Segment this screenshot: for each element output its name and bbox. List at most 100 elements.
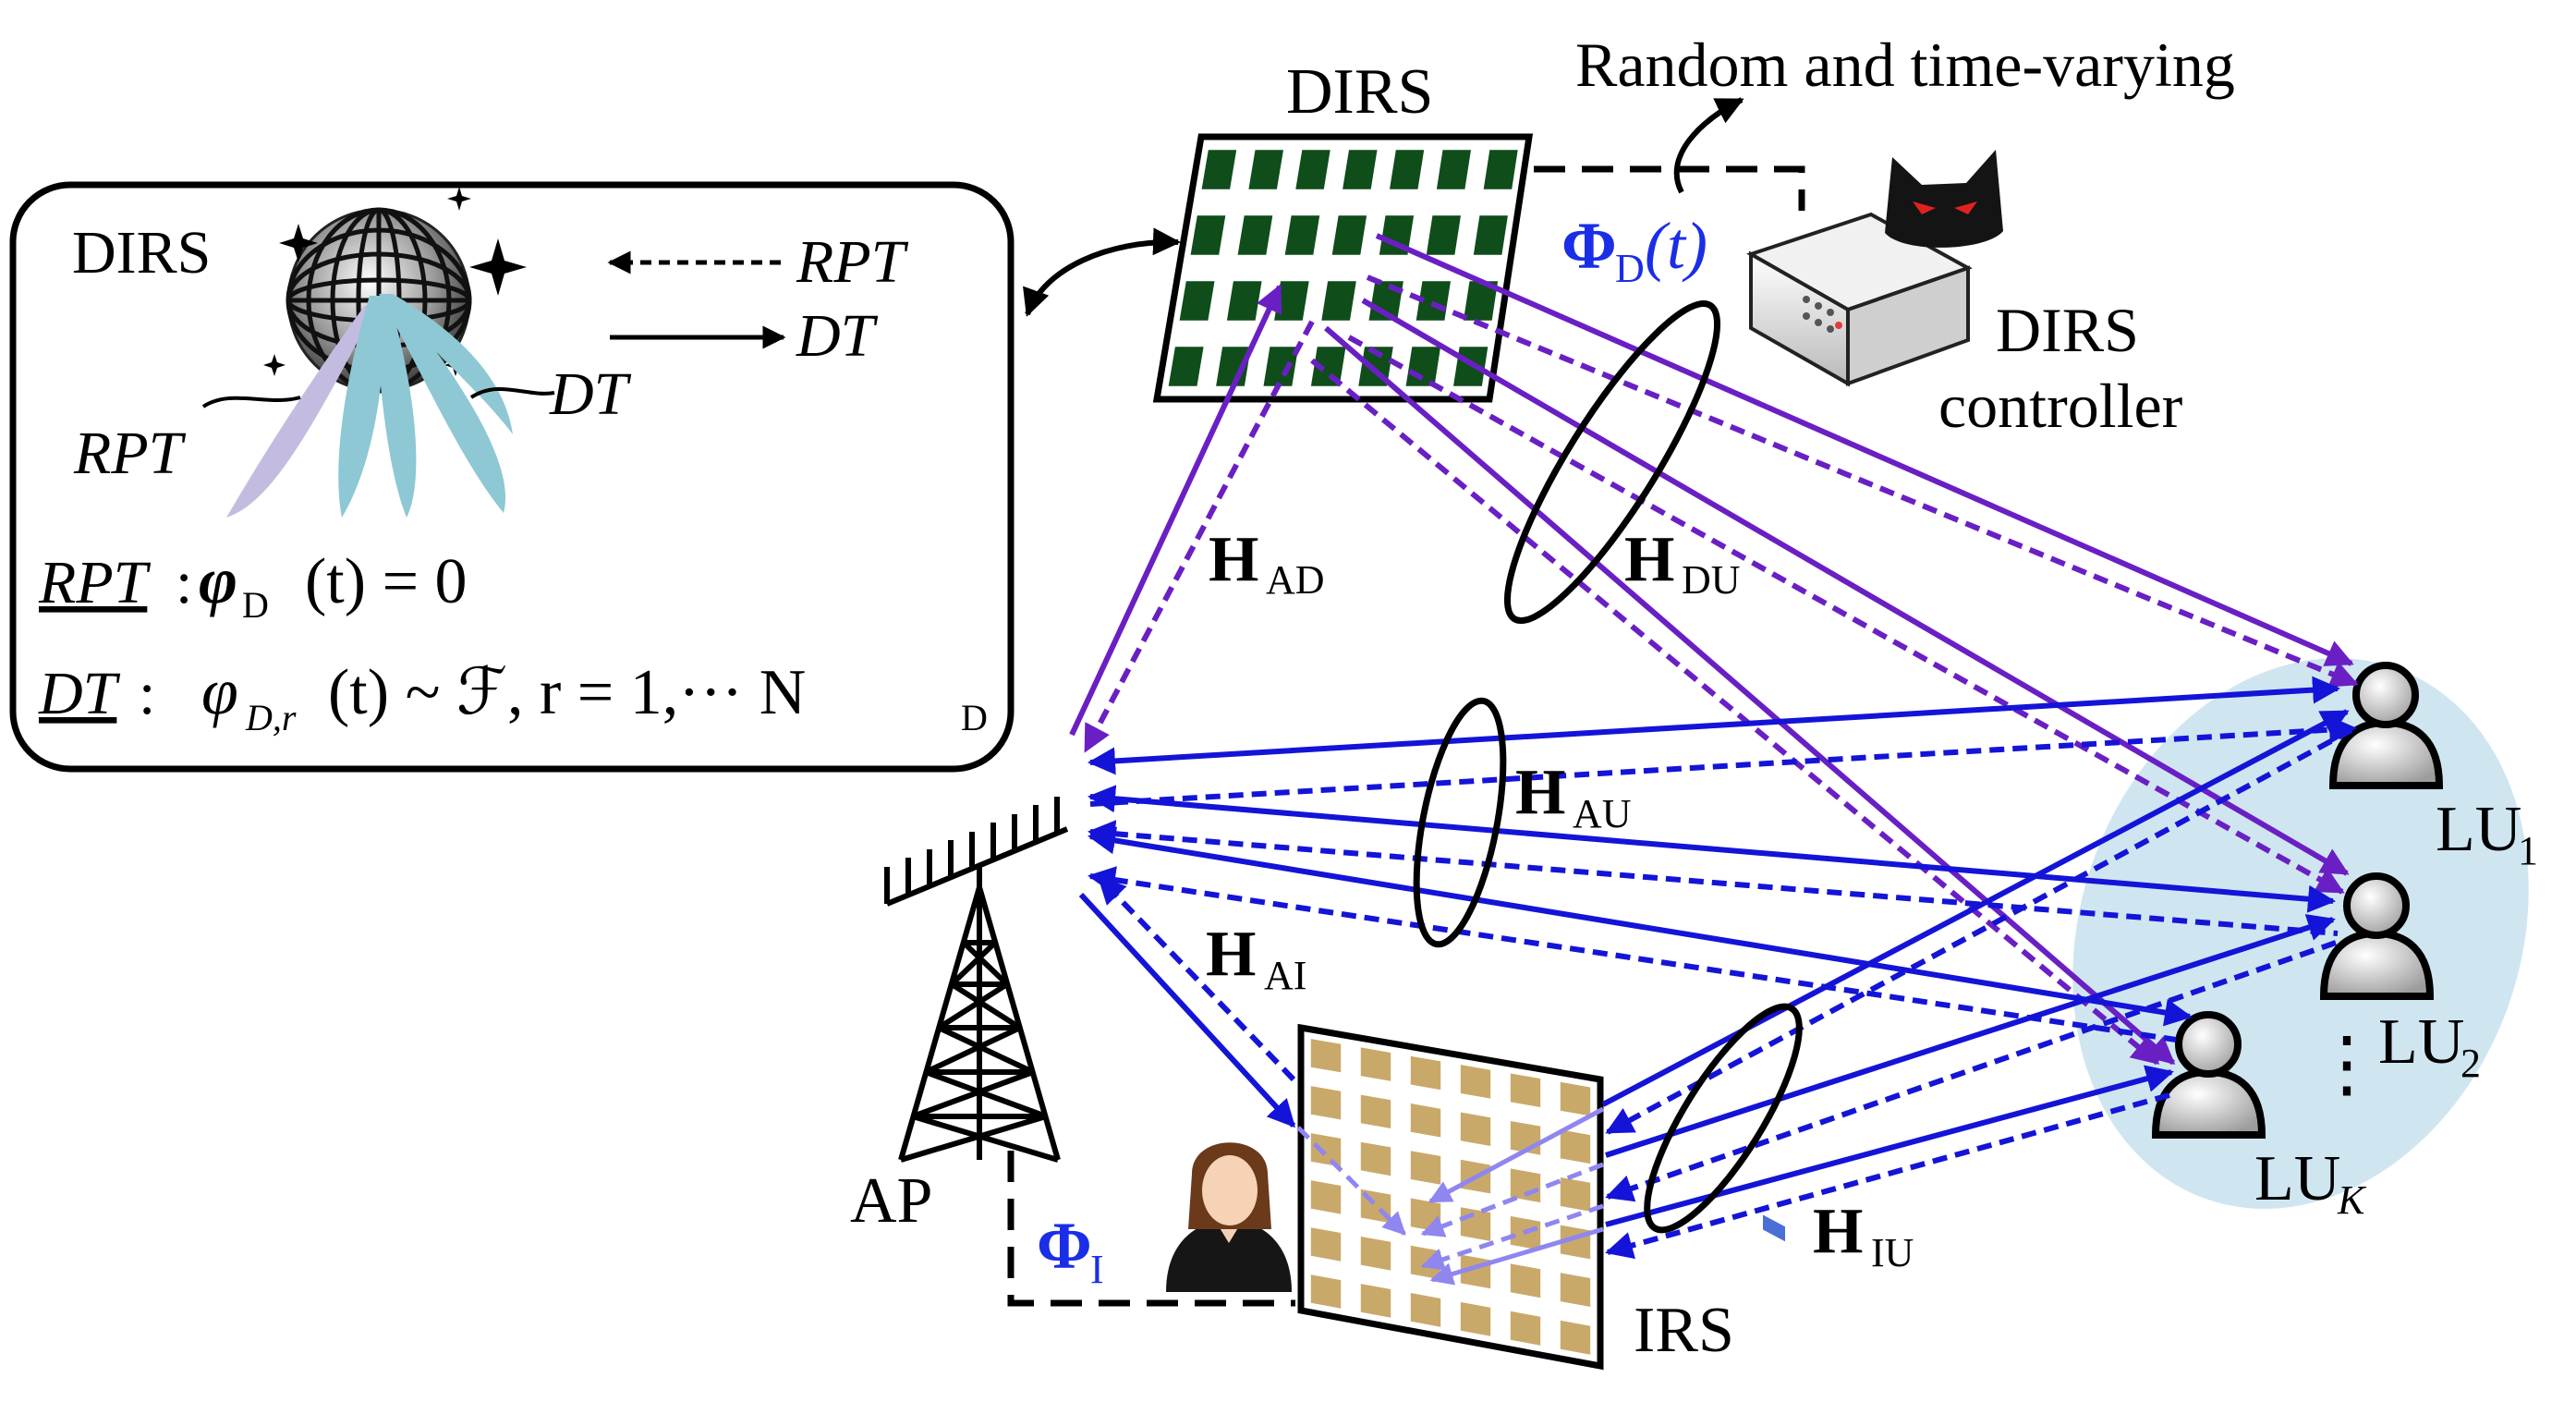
dt-equation: DT : φ D,r (t) ~ ℱ, r = 1,··· N D bbox=[38, 654, 988, 738]
dirs-element bbox=[1463, 281, 1499, 321]
irs-surface bbox=[1297, 1023, 1604, 1371]
svg-text:D: D bbox=[961, 697, 988, 738]
h-au-label: H AU bbox=[1515, 757, 1632, 836]
svg-text:IU: IU bbox=[1871, 1230, 1914, 1275]
legend-box: DIRS bbox=[9, 181, 1015, 773]
irs-element bbox=[1310, 1274, 1342, 1309]
dirs-element bbox=[1436, 150, 1471, 189]
lu1-label: LU 1 bbox=[2436, 794, 2538, 873]
svg-text:H: H bbox=[1813, 1196, 1863, 1267]
au-channel-ellipse bbox=[1413, 697, 1507, 948]
link-lu2-irs-dashed bbox=[1605, 940, 2337, 1202]
svg-text:DU: DU bbox=[1682, 557, 1741, 603]
iu-channel-ellipse bbox=[1644, 1003, 1803, 1234]
svg-text:D: D bbox=[242, 584, 269, 626]
controller-icon bbox=[1746, 212, 1973, 1242]
irs-element bbox=[1560, 1177, 1591, 1212]
link-ap-dirs bbox=[1069, 284, 1282, 737]
dirs-element bbox=[1295, 150, 1331, 189]
svg-text::: : bbox=[176, 549, 192, 616]
dirs-element bbox=[1179, 281, 1215, 321]
irs-reflections bbox=[1296, 1106, 1605, 1286]
irs-element bbox=[1360, 1094, 1391, 1128]
dirs-element bbox=[1483, 150, 1518, 189]
svg-text:H: H bbox=[1624, 524, 1674, 595]
dirs-element bbox=[1168, 347, 1204, 386]
irs-element bbox=[1360, 1237, 1391, 1271]
dirs-surface bbox=[1152, 133, 1534, 403]
dt-key-label: DT bbox=[796, 302, 879, 370]
svg-text::: : bbox=[139, 660, 155, 727]
controller-line2: controller bbox=[1938, 371, 2183, 441]
dirs-element bbox=[1190, 215, 1226, 255]
svg-text:(t): (t) bbox=[1645, 209, 1707, 283]
dirs-element bbox=[1263, 347, 1299, 386]
svg-text:I: I bbox=[1090, 1247, 1104, 1292]
svg-text:RPT: RPT bbox=[38, 549, 152, 616]
legend-dirs-label: DIRS bbox=[72, 219, 211, 286]
users-ellipsis: ⋮ bbox=[2310, 1024, 2384, 1105]
irs-element bbox=[1560, 1081, 1591, 1116]
operator-woman-icon bbox=[1166, 1142, 1292, 1292]
link-irs-luk bbox=[1605, 1065, 2174, 1227]
svg-text:Φ: Φ bbox=[1037, 1209, 1092, 1283]
irs-element bbox=[1410, 1055, 1441, 1091]
irs-element bbox=[1460, 1112, 1491, 1146]
irs-element bbox=[1460, 1301, 1491, 1336]
dirs-element bbox=[1379, 215, 1415, 255]
svg-text:(t) ~ ℱ, r = 1,··· N: (t) ~ ℱ, r = 1,··· N bbox=[328, 657, 806, 728]
irs-element bbox=[1560, 1273, 1591, 1307]
dirs-element bbox=[1201, 150, 1237, 189]
svg-text:K: K bbox=[2337, 1177, 2367, 1223]
irs-element bbox=[1410, 1198, 1441, 1233]
user-lu2-icon bbox=[2319, 872, 2435, 1000]
phi-d-label: Φ D (t) bbox=[1561, 209, 1707, 291]
dirs-label: DIRS bbox=[1286, 56, 1433, 128]
dirs-element bbox=[1237, 215, 1273, 255]
irs-element bbox=[1310, 1180, 1342, 1214]
svg-text:D,r: D,r bbox=[245, 697, 297, 738]
irs-control-link bbox=[1007, 1151, 1295, 1307]
svg-text:Φ: Φ bbox=[1561, 209, 1617, 283]
rpt-key-label: RPT bbox=[796, 228, 909, 296]
attacker-cat-icon bbox=[1885, 150, 2003, 248]
svg-text:LU: LU bbox=[2436, 794, 2521, 865]
link-irs-lu2 bbox=[1605, 914, 2336, 1158]
irs-element bbox=[1460, 1207, 1491, 1241]
svg-text:φ: φ bbox=[199, 543, 237, 617]
du-channel-ellipse bbox=[1503, 299, 1721, 625]
luk-label: LU K bbox=[2254, 1143, 2367, 1223]
dirs-element bbox=[1426, 215, 1461, 255]
controller-line1: DIRS bbox=[1996, 295, 2139, 365]
svg-text:H: H bbox=[1206, 919, 1256, 990]
link-ap-lu1 bbox=[1088, 676, 2340, 775]
irs-element bbox=[1510, 1073, 1541, 1107]
h-ai-label: H AI bbox=[1206, 919, 1306, 998]
dirs-element bbox=[1216, 347, 1251, 386]
dirs-element bbox=[1390, 150, 1425, 189]
link-irs-ap-dashed bbox=[1097, 875, 1296, 1082]
svg-text:DT: DT bbox=[38, 660, 121, 727]
random-note: Random and time-varying bbox=[1575, 30, 2235, 100]
dirs-element bbox=[1274, 281, 1309, 321]
link-dirs-lu2 bbox=[1361, 298, 2350, 876]
svg-text:1: 1 bbox=[2518, 828, 2538, 873]
h-ad-label: H AD bbox=[1209, 524, 1325, 603]
link-luk-irs-dashed bbox=[1605, 1092, 2170, 1260]
rpt-beam bbox=[226, 305, 374, 518]
link-dirs-lu1 bbox=[1375, 233, 2354, 666]
h-du-label: H DU bbox=[1624, 524, 1741, 603]
svg-text:φ: φ bbox=[201, 654, 238, 728]
irs-element bbox=[1410, 1103, 1441, 1138]
irs-label: IRS bbox=[1634, 1295, 1734, 1366]
dirs-element bbox=[1284, 215, 1320, 255]
svg-text:2: 2 bbox=[2461, 1041, 2481, 1086]
rpt-equation: RPT : φ D (t) = 0 bbox=[38, 543, 468, 626]
dirs-element bbox=[1226, 281, 1262, 321]
dt-beams bbox=[338, 294, 513, 518]
svg-text:D: D bbox=[1615, 246, 1645, 291]
irs-element bbox=[1360, 1284, 1391, 1318]
ap-label: AP bbox=[850, 1165, 932, 1237]
legend-link-arrow bbox=[1023, 227, 1181, 317]
dirs-element bbox=[1331, 215, 1367, 255]
